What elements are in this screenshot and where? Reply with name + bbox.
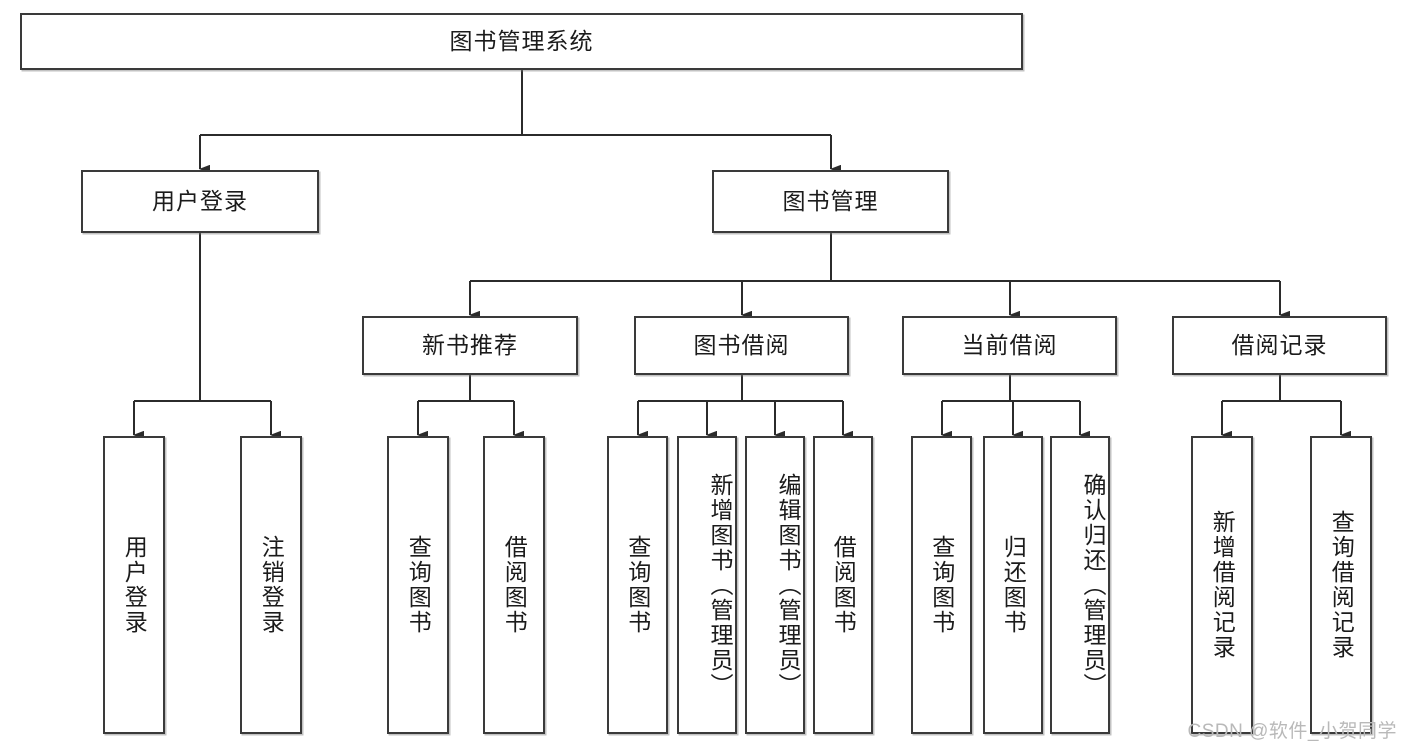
node-label: 图书管理 (782, 187, 879, 214)
node-label: 新增借阅记录 (1209, 510, 1236, 660)
node-label: 借阅图书 (501, 535, 528, 635)
node-leaf-edit-book[interactable]: 编辑图书（管理员） (745, 436, 805, 734)
node-new-book-rec[interactable]: 新书推荐 (362, 316, 578, 375)
node-label: 当前借阅 (961, 331, 1058, 358)
node-label: 注销登录 (258, 535, 285, 635)
node-label: 查询借阅记录 (1328, 510, 1355, 660)
node-label: 用户登录 (152, 187, 248, 214)
node-label: 查询图书 (405, 535, 432, 635)
node-label: 用户登录 (121, 535, 148, 635)
node-borrow-record[interactable]: 借阅记录 (1172, 316, 1387, 375)
node-leaf-borrow-book-1[interactable]: 借阅图书 (483, 436, 545, 734)
node-book-borrow[interactable]: 图书借阅 (634, 316, 849, 375)
node-leaf-return-book[interactable]: 归还图书 (983, 436, 1043, 734)
node-label: 查询图书 (928, 535, 955, 635)
node-label: 借阅图书 (830, 535, 857, 635)
node-leaf-confirm-return[interactable]: 确认归还（管理员） (1050, 436, 1110, 734)
node-root[interactable]: 图书管理系统 (20, 13, 1023, 70)
node-label: 归还图书 (1000, 535, 1027, 635)
node-label: 新书推荐 (422, 331, 518, 358)
node-leaf-query-book-1[interactable]: 查询图书 (387, 436, 449, 734)
node-label: 图书借阅 (693, 331, 790, 358)
node-leaf-add-record[interactable]: 新增借阅记录 (1191, 436, 1253, 734)
node-leaf-borrow-book-2[interactable]: 借阅图书 (813, 436, 873, 734)
node-label: 图书管理系统 (449, 27, 594, 54)
node-label: 借阅记录 (1231, 331, 1328, 358)
node-label: 编辑图书（管理员） (775, 472, 801, 698)
node-leaf-query-book-2[interactable]: 查询图书 (607, 436, 668, 734)
node-leaf-user-login[interactable]: 用户登录 (103, 436, 165, 734)
node-leaf-add-book[interactable]: 新增图书（管理员） (677, 436, 737, 734)
node-label: 新增图书（管理员） (707, 472, 733, 698)
node-user-login[interactable]: 用户登录 (81, 170, 319, 233)
node-current-borrow[interactable]: 当前借阅 (902, 316, 1117, 375)
node-book-manage[interactable]: 图书管理 (712, 170, 949, 233)
node-label: 确认归还（管理员） (1080, 472, 1106, 698)
node-label: 查询图书 (624, 535, 651, 635)
node-leaf-query-record[interactable]: 查询借阅记录 (1310, 436, 1372, 734)
watermark-text: CSDN @软件_小贺同学 (1187, 721, 1397, 742)
node-leaf-logout[interactable]: 注销登录 (240, 436, 302, 734)
connector-lines (132, 70, 1351, 440)
node-leaf-query-book-3[interactable]: 查询图书 (911, 436, 972, 734)
